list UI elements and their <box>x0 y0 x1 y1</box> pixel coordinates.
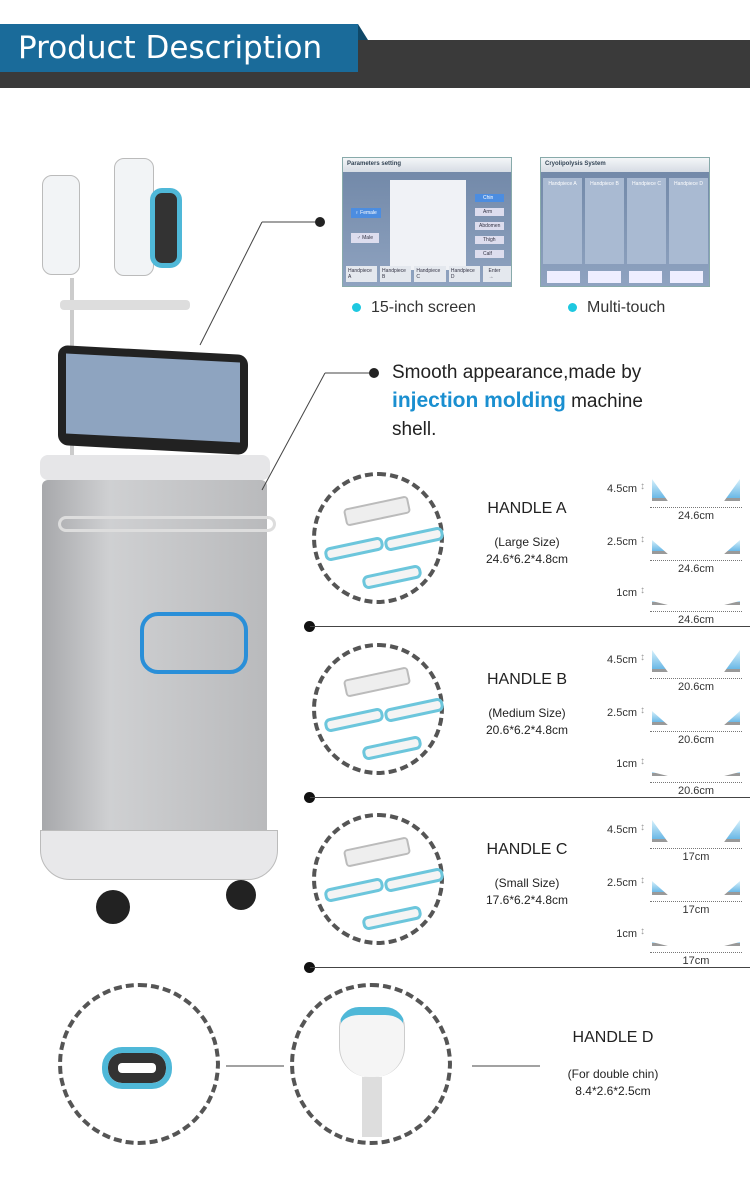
pad-height-label: 4.5cm <box>607 483 637 495</box>
width-arrow-icon <box>650 901 742 902</box>
pad-width-label: 24.6cm <box>677 614 715 626</box>
column-handpiece-c: Handpiece C <box>627 178 666 264</box>
enter-button[interactable]: Enter → <box>483 266 511 282</box>
pad-width-label: 24.6cm <box>677 563 715 575</box>
back-icon[interactable] <box>588 271 621 283</box>
height-arrow-icon: ↕ <box>640 926 645 937</box>
feature-line2: machine <box>565 391 643 412</box>
handle-dims: 24.6*6.2*4.8cm <box>485 552 569 566</box>
tab-handpiece-c[interactable]: Handpiece C <box>414 266 446 282</box>
handle-d-name: HANDLE D <box>572 1029 654 1046</box>
caption-multi-touch: Multi-touch <box>568 299 665 317</box>
handle-name: HANDLE C <box>486 841 568 858</box>
pad-width-label: 20.6cm <box>677 734 715 746</box>
handle-size: (Small Size) <box>494 876 560 890</box>
column-handpiece-a: Handpiece A <box>543 178 582 264</box>
feature-text: Smooth appearance,made by injection mold… <box>392 359 732 444</box>
machine-image <box>30 150 290 940</box>
save-icon[interactable] <box>547 271 580 283</box>
handle-image <box>312 813 445 945</box>
caption-text: Multi-touch <box>587 299 666 316</box>
female-button[interactable]: ♀ Female <box>351 208 381 218</box>
pad-width-label: 20.6cm <box>677 681 715 693</box>
separator-dot <box>304 962 315 973</box>
area-abdomen[interactable]: Abdomen <box>475 222 505 230</box>
feature-highlight: injection molding <box>392 389 566 412</box>
caption-text: 15-inch screen <box>371 299 476 316</box>
screen-title: Cryolipolysis System <box>541 158 709 172</box>
tab-handpiece-b[interactable]: Handpiece B <box>380 266 412 282</box>
handle-d-dims: 8.4*2.6*2.5cm <box>575 1084 651 1098</box>
area-chin[interactable]: Chin <box>475 194 505 202</box>
bullet-icon <box>568 303 577 312</box>
height-arrow-icon: ↕ <box>640 822 645 833</box>
pad-height-label: 2.5cm <box>607 536 637 548</box>
width-arrow-icon <box>650 731 742 732</box>
feature-line1: Smooth appearance,made by <box>392 362 642 383</box>
area-arm[interactable]: Arm <box>475 208 505 216</box>
parameters-screen: Parameters setting ♀ Female ♂ Male Chin … <box>342 157 512 287</box>
caption-15-inch: 15-inch screen <box>352 299 476 317</box>
width-arrow-icon <box>650 560 742 561</box>
bullet-icon <box>352 303 361 312</box>
height-arrow-icon: ↕ <box>640 875 645 886</box>
feature-line3: shell. <box>392 419 437 440</box>
width-arrow-icon <box>650 507 742 508</box>
area-calf[interactable]: Calf <box>475 250 505 258</box>
pad-height-label: 2.5cm <box>607 707 637 719</box>
area-thigh[interactable]: Thigh <box>475 236 505 244</box>
pad-width-label: 17cm <box>682 904 710 916</box>
handle-d-image-1 <box>58 983 220 1145</box>
page-title: Product Description <box>0 24 358 72</box>
separator-line <box>310 797 750 798</box>
separator-line <box>310 626 750 627</box>
pad-width-label: 20.6cm <box>677 785 715 797</box>
male-button[interactable]: ♂ Male <box>351 233 379 243</box>
width-arrow-icon <box>650 952 742 953</box>
column-handpiece-b: Handpiece B <box>585 178 624 264</box>
tab-handpiece-a[interactable]: Handpiece A <box>346 266 378 282</box>
pad-height-label: 1cm <box>616 928 637 940</box>
pad-height-label: 2.5cm <box>607 877 637 889</box>
width-arrow-icon <box>650 782 742 783</box>
cryolipolysis-screen: Cryolipolysis System Handpiece A Handpie… <box>540 157 710 287</box>
handle-dims: 17.6*6.2*4.8cm <box>485 893 569 907</box>
separator-dot <box>304 792 315 803</box>
handle-image <box>312 643 445 775</box>
handle-d-size: (For double chin) <box>567 1067 659 1081</box>
pad-height-label: 4.5cm <box>607 824 637 836</box>
height-arrow-icon: ↕ <box>640 534 645 545</box>
separator-line <box>310 967 750 968</box>
separator-dot <box>304 621 315 632</box>
tab-handpiece-d[interactable]: Handpiece D <box>448 266 481 282</box>
width-arrow-icon <box>650 678 742 679</box>
handle-name: HANDLE A <box>487 500 567 517</box>
handle-d-image-2 <box>290 983 452 1145</box>
header-fold <box>358 24 368 40</box>
handle-name: HANDLE B <box>486 671 568 688</box>
stop-icon[interactable] <box>670 271 703 283</box>
height-arrow-icon: ↕ <box>640 481 645 492</box>
height-arrow-icon: ↕ <box>640 585 645 596</box>
handle-size: (Large Size) <box>494 535 560 549</box>
info-icon[interactable] <box>629 271 662 283</box>
handle-dims: 20.6*6.2*4.8cm <box>485 723 569 737</box>
column-handpiece-d: Handpiece D <box>669 178 708 264</box>
height-arrow-icon: ↕ <box>640 652 645 663</box>
pad-width-label: 24.6cm <box>677 510 715 522</box>
pad-height-label: 1cm <box>616 587 637 599</box>
width-arrow-icon <box>650 611 742 612</box>
pad-height-label: 1cm <box>616 758 637 770</box>
pad-height-label: 4.5cm <box>607 654 637 666</box>
handle-size: (Medium Size) <box>488 706 566 720</box>
height-arrow-icon: ↕ <box>640 756 645 767</box>
pad-width-label: 17cm <box>682 955 710 967</box>
width-arrow-icon <box>650 848 742 849</box>
handle-image <box>312 472 445 604</box>
height-arrow-icon: ↕ <box>640 705 645 716</box>
pad-width-label: 17cm <box>682 851 710 863</box>
screen-title: Parameters setting <box>343 158 511 172</box>
